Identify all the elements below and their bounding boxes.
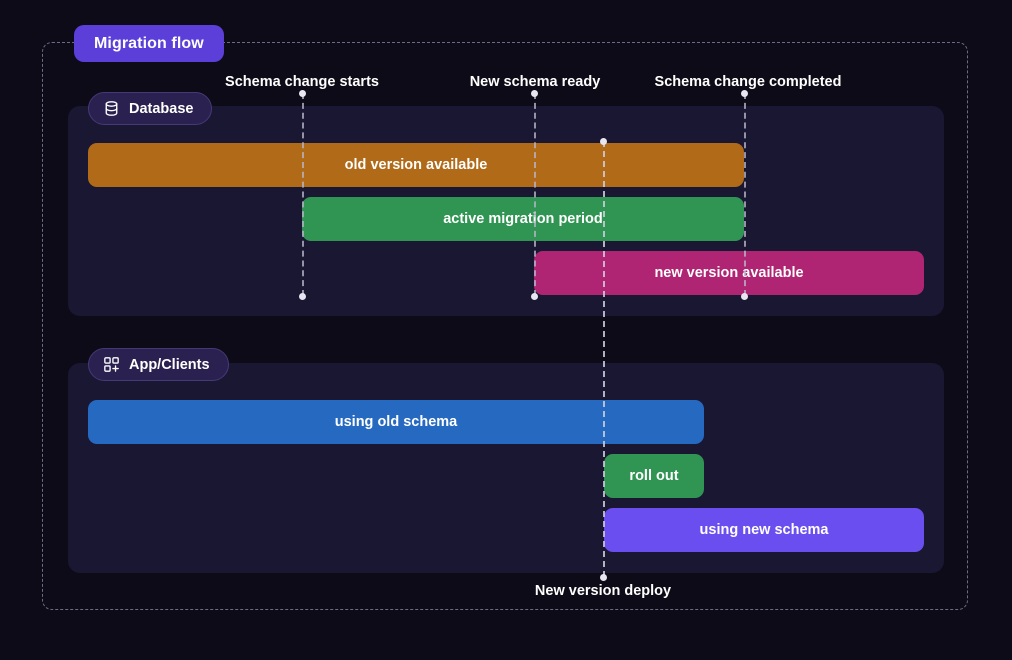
app-grid-plus-icon [103,356,120,373]
lane-title-app-clients: App/Clients [88,348,229,381]
lane-label-database: Database [129,100,194,117]
milestone-label-new-version-deploy: New version deploy [534,583,672,599]
lane-label-app-clients: App/Clients [129,356,210,373]
milestone-label-new-schema-ready: New schema ready [469,74,601,90]
bar-using-new-schema: using new schema [604,508,924,552]
milestone-label-schema-change-completed: Schema change completed [654,74,842,90]
bar-using-old-schema: using old schema [88,400,704,444]
diagram-title-label: Migration flow [94,34,204,52]
database-icon [103,100,120,117]
bar-label: roll out [629,468,679,484]
bar-label: using new schema [699,522,829,538]
milestone-label-schema-change-starts: Schema change starts [225,74,379,90]
bar-old-version-available: old version available [88,143,744,187]
diagram-outer-frame [42,42,968,610]
bar-label: active migration period [443,211,603,227]
bar-new-version-available: new version available [534,251,924,295]
bar-label: using old schema [334,414,458,430]
bar-label: old version available [344,157,488,173]
diagram-title-badge: Migration flow [74,25,224,62]
lane-title-database: Database [88,92,213,125]
bar-label: new version available [654,265,804,281]
bar-active-migration-period: active migration period [302,197,744,241]
bar-roll-out: roll out [604,454,704,498]
